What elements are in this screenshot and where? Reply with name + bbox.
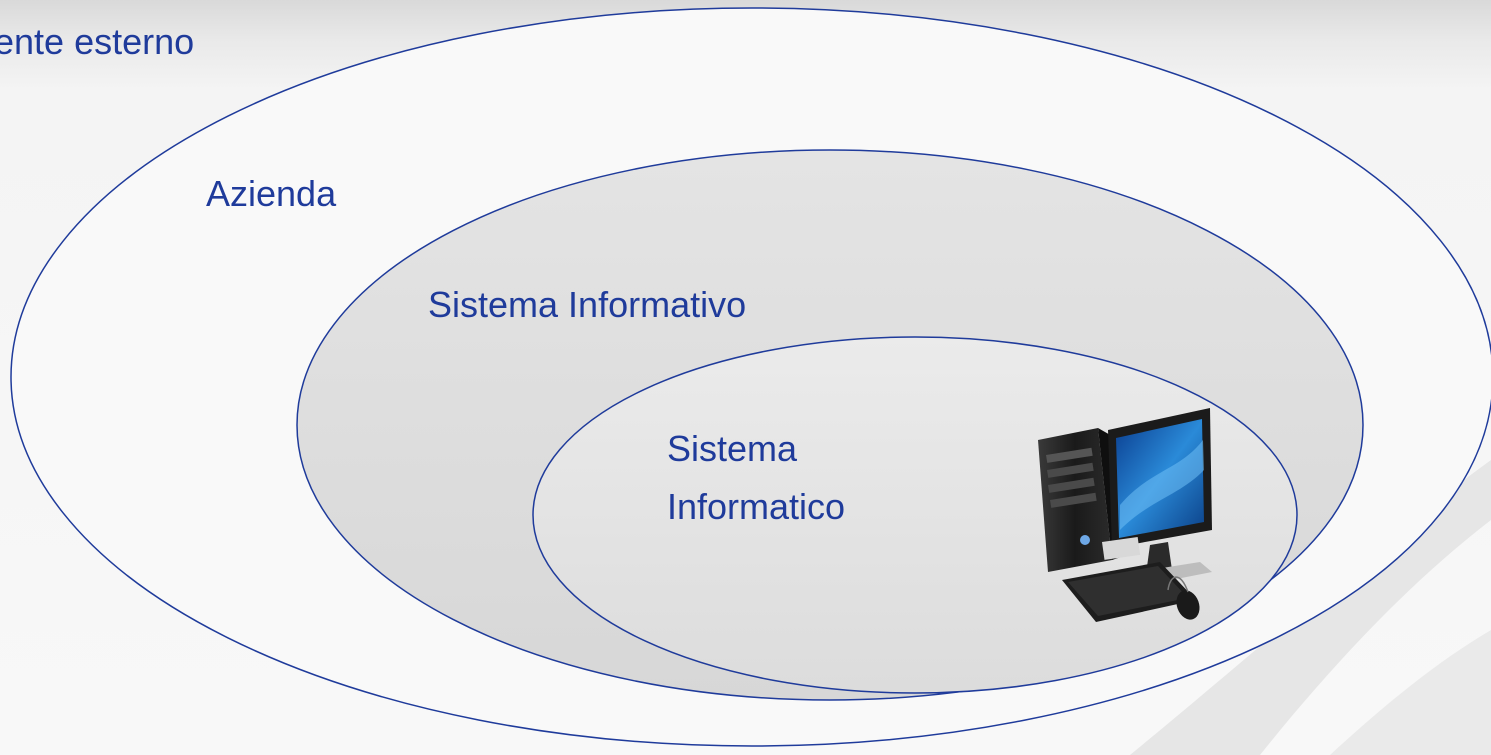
desktop-computer-icon [1038,408,1212,622]
it-system-label-line1: Sistema [667,428,798,469]
it-system-label: Sistema Informatico [667,420,845,536]
company-label: Azienda [206,173,337,214]
it-system-label-line2: Informatico [667,486,846,527]
information-system-label: Sistema Informativo [428,284,747,325]
background-swoosh-2 [1330,630,1491,755]
external-environment-label: iente esterno [0,21,195,62]
